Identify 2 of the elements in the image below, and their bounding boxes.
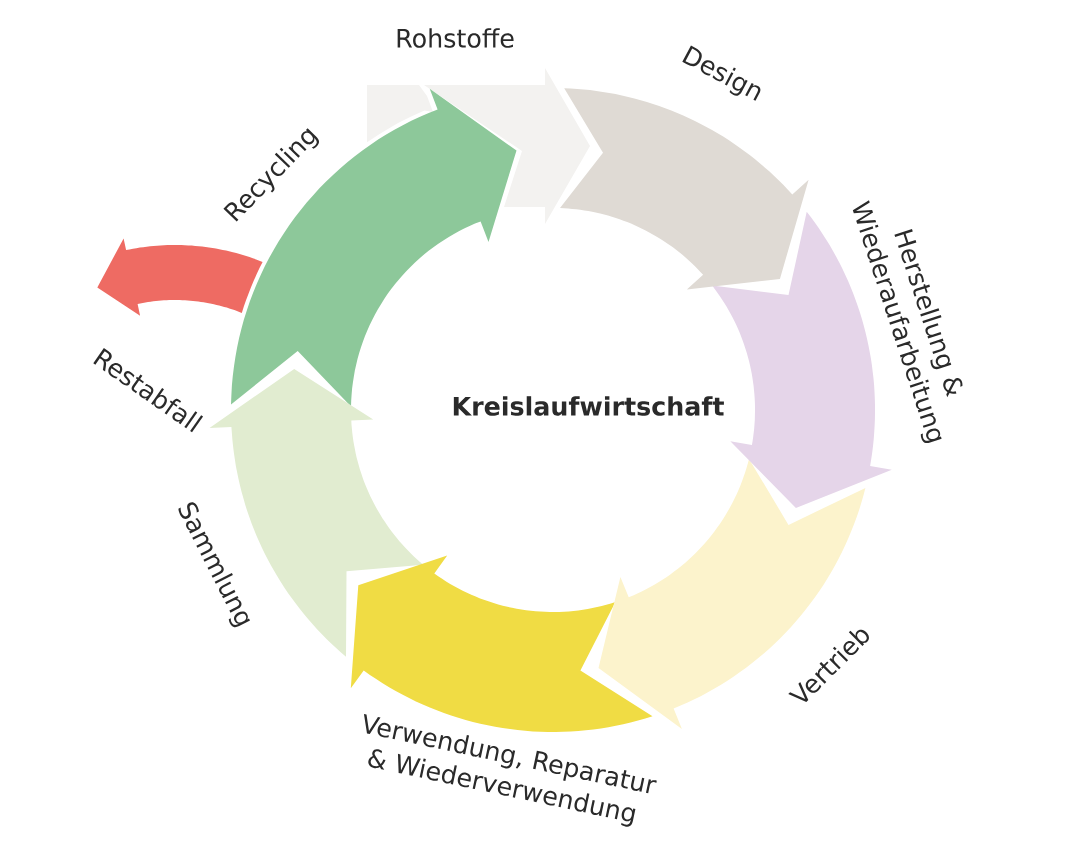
stage-label: Rohstoffe	[397, 28, 514, 48]
center-title: Kreislaufwirtschaft	[453, 396, 724, 416]
